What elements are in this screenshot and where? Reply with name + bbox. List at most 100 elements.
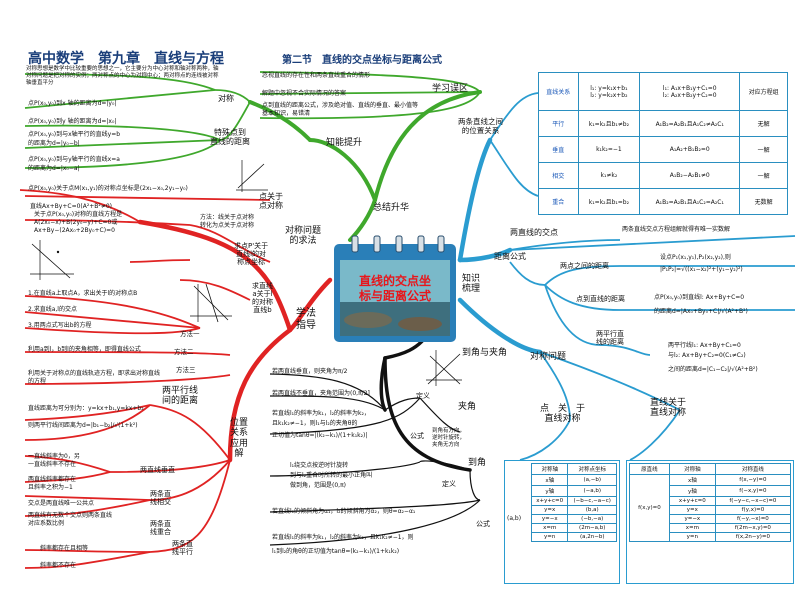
branch-duichen (457, 297, 543, 355)
table-cell: 相交 (538, 162, 579, 189)
node-gongshi-2: 公式 (476, 520, 490, 528)
table-cell: f(−x,y)=0 (714, 485, 792, 497)
jj-1: 若两直线垂直，则夹角为π/2 (272, 368, 348, 375)
method-text: 方法：线关于点对称 转化为点关于点对称 (200, 214, 255, 229)
table-row: 垂直 k₁k₂=−1 A₁A₂+B₁B₂=0 一解 (538, 136, 788, 163)
table-cell: A₁B₂=A₂B₁且A₁C₂≠A₂C₁ (639, 110, 741, 137)
table-cell: (a,−b) (567, 474, 617, 486)
table-cell: 一解 (739, 136, 788, 163)
method-1-label: 方法一 (180, 330, 200, 338)
node-zhixian-duichen: 直线关于 直线对称 (650, 398, 687, 419)
table-cell: A₁B₂−A₂B₁≠0 (639, 162, 741, 189)
point-label: (a,b) (507, 515, 522, 522)
node-zhishi-shuli: 知识 梳理 (462, 274, 481, 295)
dj-1: l₁绕交点按逆时针旋转 (290, 462, 349, 469)
point-symmetric: 点P(x₀,y₀)关于点M(x₁,y₁)的对称点坐标是(2x₁−x₀,2y₁−y… (28, 185, 188, 192)
graph-icon-4 (426, 350, 462, 386)
node-liangdian: 两点之间的距离 (560, 262, 609, 270)
table-cell: (−b,−a) (567, 514, 617, 524)
table-row: 重合 k₁=k₂且b₁=b₂ A₁B₂=A₂B₁且A₁C₂=A₂C₁ 无数解 (538, 188, 788, 215)
table-cell: (2m−a,b) (567, 523, 617, 533)
table-header: 对称直线 (714, 463, 792, 475)
distance-y-b2: 的距离为d=|y₀−b| (28, 140, 80, 147)
table-cell: 无解 (739, 110, 788, 137)
table-cell: k₁k₂=−1 (577, 136, 641, 163)
relation-table: 直线关系 l₁: y=k₁x+b₁ l₂: y=k₂x+b₂ l₁: A₁x+B… (538, 72, 788, 215)
table-cell: (−b−c,−a−c) (567, 496, 617, 506)
table-cell: f(y,x)=0 (714, 505, 792, 515)
jj-2: 若两直线不垂直，夹角范围为(0,π/2] (272, 390, 370, 397)
table-cell: 一解 (739, 162, 788, 189)
node-xuefa-zhidao: 学法 指导 (296, 308, 316, 331)
dj-2: 到与l₂重合时所转的最小正角叫 (290, 472, 373, 479)
node-daojiao-jiajiao: 到角与夹角 (462, 348, 508, 358)
line-eq1: 直线Ax+By+C=0(A²+B²≠0) (30, 203, 112, 210)
table-cell: 无数解 (739, 188, 788, 215)
node-daojiao: 到角 (468, 458, 487, 468)
table-cell: 平行 (538, 110, 579, 137)
branch-zhineng (308, 138, 377, 202)
node-dingyi-1: 定义 (416, 392, 430, 400)
original-line-cell: f(x,y)=0 (629, 474, 670, 542)
table-cell: f(−y,−x)=0 (714, 514, 792, 524)
note-direction: 到角有方向， 逆时针旋转， 夹角无方向 (432, 428, 466, 448)
node-zongjie: 总结升华 (373, 203, 410, 213)
mistake-3: 点到直线的距离公式，涉及绝对值、直线的垂直、最小值等基本知识，易错清 (262, 102, 419, 117)
jiaodian-text: 两条直线交点方程组解就得有唯一实数解 (622, 226, 731, 233)
rel-3: 交点是两直线唯一公共点 (28, 500, 95, 507)
table-cell: f(x,2n−y)=0 (714, 532, 792, 542)
table-cell: (a,2n−b) (567, 532, 617, 542)
table-cell: f(−y−c,−x−c)=0 (714, 496, 792, 506)
line-eq3: A(2x₀−x)+B(2y₀−y)+C=0或 (34, 219, 118, 226)
node-jiajiao: 夹角 (458, 402, 477, 412)
rel-header-3: 对应方程组 (739, 72, 788, 111)
table-cell: y=−x (530, 514, 569, 524)
liangdian-text-2: |P₁P₂|=√((x₁−x₂)²+(y₁−y₂)²) (660, 266, 743, 273)
parallel-dist-eq2: 则两平行线间距离为d=|b₁−b₂|/√(1+k²) (28, 422, 138, 429)
method-2-label: 方法二 (174, 348, 194, 356)
dz-text-2: 的距离d=|Ax₀+By₀+C|/√(A²+B²) (654, 308, 748, 315)
graph-icon-2 (30, 240, 74, 280)
table-cell: y=x (668, 505, 716, 515)
rel-6: 斜率都不存在 (40, 562, 77, 569)
jj-5: 正切值为tanθ=|(k₂−k₁)/(1+k₁k₂)| (272, 432, 368, 439)
table-cell: y=x (530, 505, 569, 515)
distance-y-axis: 点P(x₀,y₀)到y 轴的距离为d=|x₀| (28, 118, 117, 125)
node-zhineng-tisheng: 知能提升 (326, 138, 363, 148)
table-cell: (b,a) (567, 505, 617, 515)
table-cell: (−a,b) (567, 485, 617, 497)
mistake-1: 忽视直线的存在性和两条直线重合的情形 (262, 72, 371, 79)
calendar-icon (334, 235, 456, 342)
table-cell: f(2m−x,y)=0 (714, 523, 792, 533)
step-1: 1.在直线a上取点A，求出关于l的对称点B (28, 290, 138, 297)
jj-4: 且k₁k₂≠−1，则l₁与l₂的夹角θ的 (272, 420, 358, 427)
line-eq2: 关于点P(x₀,y₀)对称的直线方程是 (34, 211, 123, 218)
px-text-1: 两平行线l₁: Ax+By+C₁=0 (668, 342, 741, 349)
step-2: 2.求直线a,l的交点 (28, 306, 77, 313)
line-eq4: Ax+By−(2Ax₀+2By₀+C)=0 (34, 227, 115, 234)
table-row: 平行 k₁=k₂且b₁≠b₂ A₁B₂=A₂B₁且A₁C₂≠A₂C₁ 无解 (538, 110, 788, 137)
table-header: 对称点坐标 (567, 463, 617, 475)
node-teshu: 特殊点到 直线的距离 (210, 128, 250, 147)
table-header: 对称轴 (530, 463, 569, 475)
table-header: 原直线 (629, 463, 670, 475)
table-cell: x+y+c=0 (668, 496, 716, 506)
node-jiaodian: 两直线的交点 (510, 228, 558, 237)
table-cell: x轴 (530, 474, 569, 486)
table-cell: f(x,−y)=0 (714, 474, 792, 486)
dj-6: l₁到l₂的角θ的正切值为tanθ=(k₂−k₁)/(1+k₁k₂) (272, 548, 400, 555)
liangdian-text-1: 设点P₁(x₁,y₁),P₂(x₂,y₂),则 (660, 254, 731, 261)
branch-xuexi (373, 90, 482, 202)
node-duichen-wenti: 对称问题 (530, 352, 567, 362)
node-gongshi-1: 公式 (410, 432, 424, 440)
node-chonghe: 两条直 线重合 (150, 520, 171, 537)
table-cell: 垂直 (538, 136, 579, 163)
node-dingyi-2: 定义 (442, 480, 456, 488)
table-cell: y=−x (668, 514, 716, 524)
table-cell: x=m (530, 523, 569, 533)
node-dian-duichen: 点 关 于 直线对称 (540, 404, 586, 425)
branch-weizhi (457, 137, 493, 263)
rel-header-0: 直线关系 (538, 72, 579, 111)
